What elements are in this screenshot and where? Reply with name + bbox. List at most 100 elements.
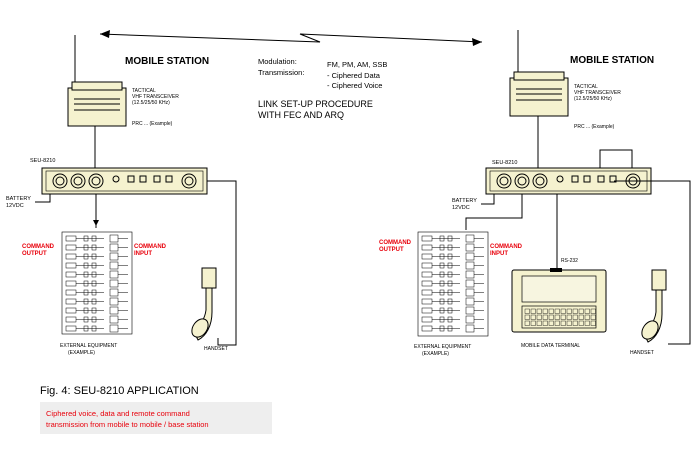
right-seu-top-cable — [599, 149, 633, 168]
terminal-block — [421, 307, 433, 314]
procedure-line-1: LINK SET-UP PROCEDURE — [258, 99, 373, 109]
terminal-relay — [465, 234, 475, 243]
keyboard-key — [560, 308, 566, 314]
caption-line-2: transmission from mobile to mobile / bas… — [46, 420, 209, 429]
terminal-relay — [465, 243, 475, 252]
terminal-contact — [439, 325, 445, 332]
keyboard-key — [554, 314, 560, 320]
left-ext-equipment-label-1: EXTERNAL EQUIPMENT — [60, 343, 117, 349]
terminal-contact — [447, 298, 453, 305]
keyboard-key — [542, 314, 548, 320]
right-transceiver-label-3: (12.5/25/50 KHz) — [574, 96, 612, 102]
terminal-block — [421, 316, 433, 323]
terminal-relay — [109, 252, 119, 261]
terminal-contact — [83, 235, 89, 242]
terminal-block — [65, 325, 77, 332]
terminal-contact — [91, 289, 97, 296]
terminal-contact — [447, 262, 453, 269]
terminal-block — [421, 289, 433, 296]
left-battery-label-2: 12VDC — [6, 203, 24, 209]
left-seu-label: SEU-8210 — [30, 158, 55, 164]
terminal-contact — [439, 271, 445, 278]
link-parameters: Modulation: FM, PM, AM, SSB Transmission… — [258, 57, 387, 120]
terminal-contact — [439, 298, 445, 305]
keyboard-key — [560, 314, 566, 320]
terminal-contact — [447, 316, 453, 323]
figure-title: Fig. 4: SEU-8210 APPLICATION — [40, 385, 199, 397]
terminal-contact — [447, 253, 453, 260]
left-station-title: MOBILE STATION — [125, 56, 209, 67]
terminal-relay — [465, 315, 475, 324]
terminal-contact — [91, 262, 97, 269]
terminal-block — [65, 262, 77, 269]
terminal-relay — [465, 261, 475, 270]
right-handset-label: HANDSET — [630, 350, 654, 356]
right-battery-cable — [481, 194, 495, 205]
keyboard-key — [566, 314, 572, 320]
terminal-block — [65, 289, 77, 296]
keyboard-key — [590, 320, 596, 326]
keyboard-key — [590, 314, 596, 320]
right-battery-label-1: BATTERY — [452, 198, 477, 204]
left-command-output-label-2: OUTPUT — [22, 251, 47, 257]
terminal-relay — [109, 243, 119, 252]
terminal-contact — [91, 280, 97, 287]
transmission-item-1: - Ciphered Data — [327, 71, 381, 80]
caption-line-1: Ciphered voice, data and remote command — [46, 409, 190, 418]
keyboard-key — [590, 308, 596, 314]
left-battery-label-1: BATTERY — [6, 196, 31, 202]
terminal-contact — [439, 280, 445, 287]
keyboard-key — [584, 320, 590, 326]
terminal-contact — [83, 262, 89, 269]
right-command-output-label-1: COMMAND — [379, 240, 412, 246]
terminal-relay — [465, 279, 475, 288]
keyboard-key — [524, 314, 530, 320]
terminal-block — [421, 235, 433, 242]
terminal-contact — [83, 307, 89, 314]
keyboard-key — [524, 320, 530, 326]
right-station-title: MOBILE STATION — [570, 55, 654, 66]
terminal-relay — [109, 324, 119, 333]
terminal-contact — [447, 244, 453, 251]
left-command-input-label-2: INPUT — [134, 251, 152, 257]
terminal-block — [65, 271, 77, 278]
terminal-contact — [83, 289, 89, 296]
terminal-contact — [439, 235, 445, 242]
terminal-block — [421, 325, 433, 332]
right-command-output-label-2: OUTPUT — [379, 247, 404, 253]
right-transceiver-label-2: VHF TRANSCEIVER — [574, 90, 621, 96]
right-battery-label-2: 12VDC — [452, 205, 470, 211]
right-command-input-label-1: COMMAND — [490, 244, 523, 250]
terminal-block — [421, 244, 433, 251]
terminal-contact — [439, 316, 445, 323]
terminal-contact — [439, 253, 445, 260]
procedure-line-2: WITH FEC AND ARQ — [258, 110, 344, 120]
terminal-block — [65, 298, 77, 305]
right-prc-label: PRC ... (Example) — [574, 124, 615, 130]
left-handset-icon — [191, 267, 217, 341]
left-handset-cable — [207, 180, 237, 346]
terminal-contact — [83, 244, 89, 251]
keyboard-key — [566, 308, 572, 314]
terminal-contact — [83, 325, 89, 332]
terminal-relay — [465, 252, 475, 261]
terminal-block — [65, 253, 77, 260]
terminal-contact — [91, 253, 97, 260]
right-ext-cable — [465, 194, 523, 230]
terminal-contact — [439, 244, 445, 251]
keyboard-key — [530, 320, 536, 326]
terminal-contact — [447, 235, 453, 242]
keyboard-key — [530, 308, 536, 314]
terminal-relay — [109, 315, 119, 324]
transmission-label: Transmission: — [258, 68, 304, 77]
keyboard-key — [530, 314, 536, 320]
left-battery-cable — [35, 194, 51, 203]
right-transceiver — [509, 71, 569, 117]
terminal-relay — [465, 306, 475, 315]
terminal-block — [65, 316, 77, 323]
keyboard-key — [584, 314, 590, 320]
left-external-equipment — [61, 231, 133, 335]
keyboard-key — [554, 308, 560, 314]
terminal-contact — [83, 298, 89, 305]
